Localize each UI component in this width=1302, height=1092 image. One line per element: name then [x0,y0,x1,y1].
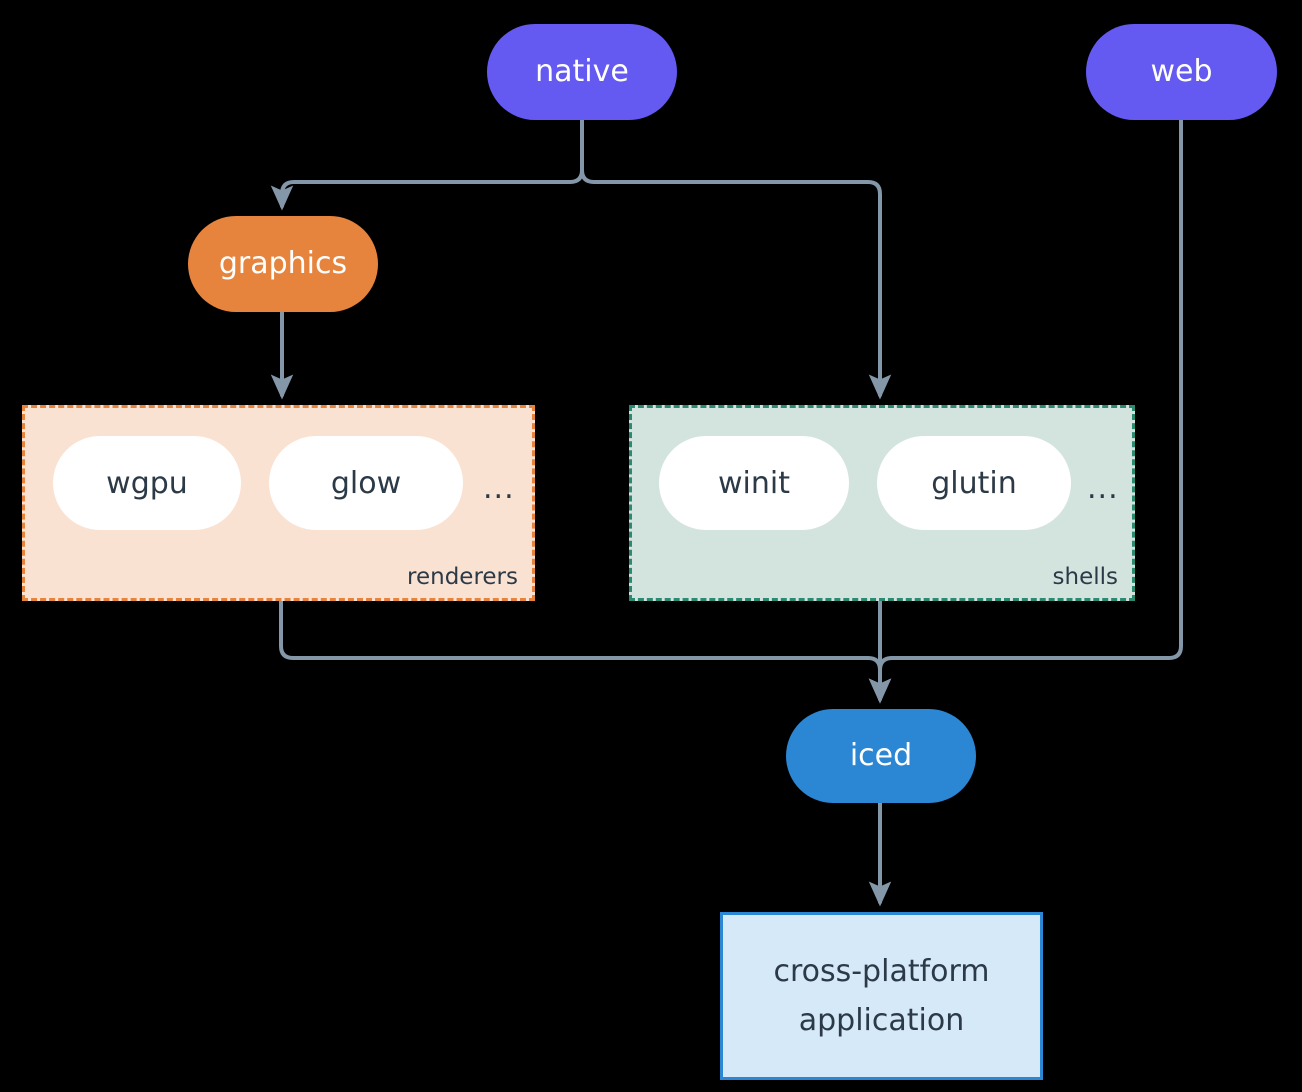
cluster-renderers[interactable]: wgpu glow ... renderers [22,405,535,601]
shells-overflow-ellipsis: ... [1087,471,1119,506]
cluster-shells-label: shells [1052,564,1118,590]
node-winit[interactable]: winit [659,436,849,530]
application-label-line2: application [798,1003,965,1038]
node-web[interactable]: web [1086,24,1277,120]
node-web-label: web [1150,53,1213,89]
node-native[interactable]: native [487,24,677,120]
renderers-overflow-ellipsis: ... [483,471,515,506]
cluster-shells[interactable]: winit glutin ... shells [629,405,1135,601]
application-label-line1: cross-platform [773,953,990,989]
edge-renderers-to-iced [279,599,892,704]
node-wgpu[interactable]: wgpu [53,436,241,530]
node-iced-label: iced [849,737,913,773]
cluster-renderers-label: renderers [407,564,518,590]
node-winit-label: winit [718,465,790,501]
node-graphics[interactable]: graphics [188,216,378,312]
node-glutin[interactable]: glutin [877,436,1071,530]
node-native-label: native [535,53,629,89]
edge-native-to-graphics [270,118,584,211]
node-wgpu-label: wgpu [106,465,188,501]
node-iced[interactable]: iced [786,709,976,803]
edge-native-to-shells [580,118,892,400]
node-cross-platform-application[interactable]: cross-platform application [720,912,1043,1080]
node-glutin-label: glutin [931,465,1017,501]
node-glow-label: glow [330,465,402,501]
node-graphics-label: graphics [218,245,348,281]
node-glow[interactable]: glow [269,436,463,530]
